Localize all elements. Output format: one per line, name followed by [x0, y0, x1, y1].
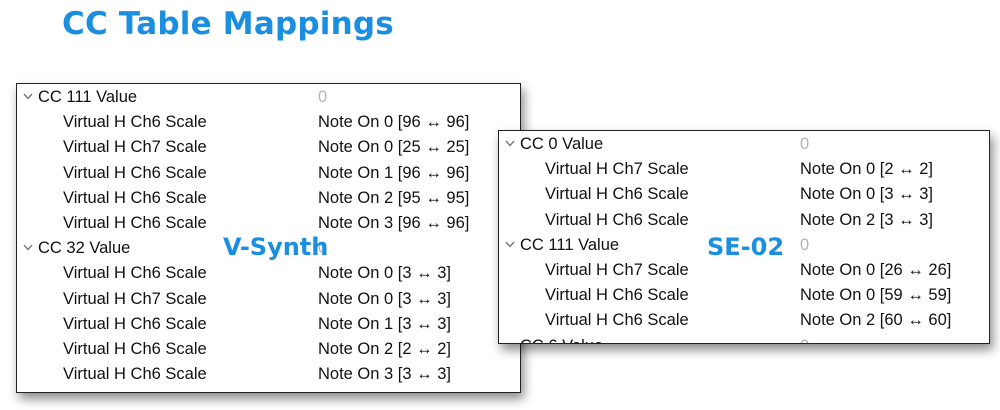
mapping-row[interactable]: Virtual H Ch6 Scale Note On 0 [3 ↔ 3]: [17, 261, 520, 286]
mapping-target: Virtual H Ch6 Scale: [63, 188, 207, 207]
mapping-target: Virtual H Ch6 Scale: [63, 113, 207, 132]
mapping-row[interactable]: Virtual H Ch7 Scale Note On 0 [25 ↔ 25]: [17, 135, 520, 160]
mapping-target: Virtual H Ch6 Scale: [63, 264, 207, 283]
group-value: 0: [800, 135, 810, 153]
mapping-value: Note On 2 [60 ↔ 60]: [800, 311, 952, 330]
tree-group-row[interactable]: CC 0 Value 0: [499, 132, 989, 157]
group-value: 0: [800, 334, 809, 343]
group-value: 0: [800, 235, 810, 254]
mapping-target: Virtual H Ch6 Scale: [545, 185, 689, 204]
mapping-row[interactable]: Virtual H Ch6 Scale Note On 0 [59 ↔ 59]: [499, 283, 989, 308]
mapping-row[interactable]: Virtual H Ch6 Scale Note On 3 [3 ↔ 3]: [17, 362, 520, 387]
mapping-row[interactable]: Virtual H Ch6 Scale Note On 2 [3 ↔ 3]: [499, 208, 989, 233]
mapping-row[interactable]: Virtual H Ch6 Scale Note On 2 [2 ↔ 2]: [17, 337, 520, 362]
tree-group-row[interactable]: CC 111 Value 0: [499, 233, 989, 258]
mapping-value: Note On 3 [96 ↔ 96]: [318, 214, 470, 232]
vsynth-device-label: V-Synth: [223, 233, 329, 261]
mapping-value: Note On 1 [96 ↔ 96]: [318, 163, 470, 182]
mapping-target: Virtual H Ch7 Scale: [545, 261, 689, 279]
mapping-target: Virtual H Ch6 Scale: [545, 286, 689, 305]
mapping-target: Virtual H Ch6 Scale: [63, 214, 207, 232]
mapping-value: Note On 0 [26 ↔ 26]: [800, 261, 952, 279]
mapping-row[interactable]: Virtual H Ch6 Scale Note On 0 [96 ↔ 96]: [17, 110, 520, 135]
mapping-value: Note On 1 [3 ↔ 3]: [318, 314, 451, 333]
chevron-down-icon[interactable]: [505, 233, 517, 258]
mapping-row[interactable]: Virtual H Ch7 Scale Note On 0 [2 ↔ 2]: [499, 157, 989, 182]
mapping-row[interactable]: Virtual H Ch7 Scale Note On 0 [3 ↔ 3]: [17, 287, 520, 312]
mapping-value: Note On 0 [3 ↔ 3]: [800, 185, 933, 204]
group-name: CC 32 Value: [38, 239, 131, 258]
mapping-value: Note On 2 [95 ↔ 95]: [318, 188, 470, 207]
mapping-value: Note On 0 [25 ↔ 25]: [318, 138, 470, 157]
chevron-down-icon[interactable]: [23, 85, 35, 110]
mapping-row[interactable]: Virtual H Ch6 Scale Note On 2 [95 ↔ 95]: [17, 186, 520, 211]
page-title: CC Table Mappings: [62, 6, 394, 42]
tree-group-row[interactable]: CC 6 Value 0: [499, 334, 989, 343]
mapping-target: Virtual H Ch7 Scale: [63, 138, 207, 157]
mapping-value: Note On 0 [59 ↔ 59]: [800, 286, 952, 305]
group-name: CC 111 Value: [520, 235, 620, 254]
mapping-row[interactable]: Virtual H Ch6 Scale Note On 3 [96 ↔ 96]: [17, 211, 520, 236]
mapping-target: Virtual H Ch6 Scale: [63, 365, 207, 384]
group-name: CC 0 Value: [520, 135, 604, 153]
mapping-value: Note On 0 [3 ↔ 3]: [318, 289, 451, 308]
mapping-value: Note On 2 [3 ↔ 3]: [800, 210, 933, 229]
group-value: 0: [318, 239, 328, 258]
mapping-row[interactable]: Virtual H Ch6 Scale Note On 1 [96 ↔ 96]: [17, 161, 520, 186]
chevron-down-icon[interactable]: [23, 236, 35, 261]
mapping-target: Virtual H Ch6 Scale: [63, 314, 207, 333]
mapping-target: Virtual H Ch6 Scale: [63, 163, 207, 182]
mapping-row[interactable]: Virtual H Ch6 Scale Note On 1 [3 ↔ 3]: [17, 312, 520, 337]
mapping-value: Note On 0 [96 ↔ 96]: [318, 113, 470, 132]
mapping-value: Note On 0 [2 ↔ 2]: [800, 160, 933, 179]
chevron-down-icon[interactable]: [505, 132, 517, 157]
mapping-target: Virtual H Ch7 Scale: [63, 289, 207, 308]
mapping-row[interactable]: Virtual H Ch7 Scale Note On 0 [26 ↔ 26]: [499, 258, 989, 283]
mapping-row[interactable]: Virtual H Ch6 Scale Note On 2 [60 ↔ 60]: [499, 308, 989, 333]
mapping-value: Note On 2 [2 ↔ 2]: [318, 340, 451, 358]
tree-group-row[interactable]: CC 32 Value 0: [17, 236, 520, 261]
se02-device-label: SE-02: [707, 233, 785, 261]
chevron-down-icon[interactable]: [505, 334, 517, 343]
group-name: CC 6 Value: [520, 334, 603, 343]
mapping-target: Virtual H Ch6 Scale: [63, 340, 207, 358]
mapping-target: Virtual H Ch7 Scale: [545, 160, 689, 179]
group-value: 0: [318, 88, 328, 106]
mapping-value: Note On 3 [3 ↔ 3]: [318, 365, 451, 384]
mapping-target: Virtual H Ch6 Scale: [545, 210, 689, 229]
tree-group-row[interactable]: CC 111 Value 0: [17, 85, 520, 110]
group-name: CC 111 Value: [38, 88, 138, 106]
mapping-row[interactable]: Virtual H Ch6 Scale Note On 0 [3 ↔ 3]: [499, 182, 989, 207]
mapping-target: Virtual H Ch6 Scale: [545, 311, 689, 330]
mapping-value: Note On 0 [3 ↔ 3]: [318, 264, 451, 283]
